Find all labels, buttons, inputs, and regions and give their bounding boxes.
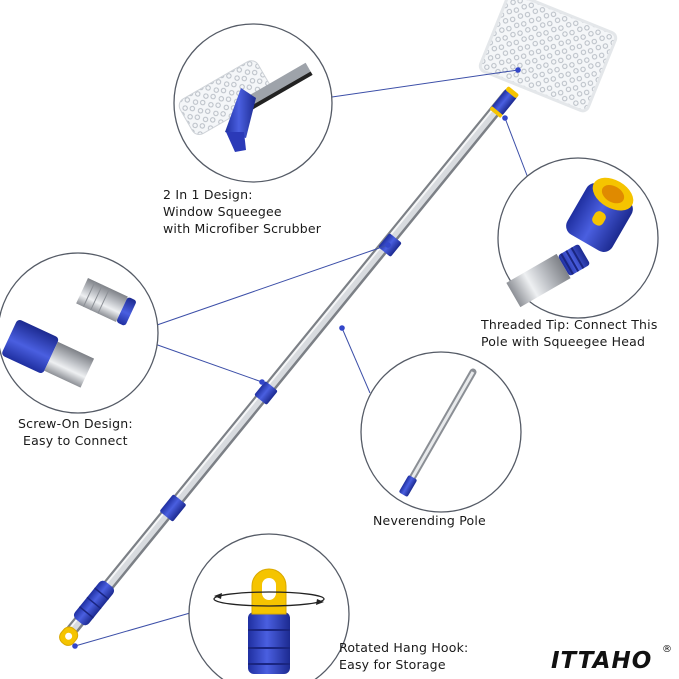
caption-hang-hook: Rotated Hang Hook: Easy for Storage — [339, 639, 468, 673]
caption-threaded-tip: Threaded Tip: Connect This Pole with Squ… — [481, 316, 658, 350]
caption-line: Screw-On Design: — [18, 416, 133, 431]
caption-line: Pole with Squeegee Head — [481, 334, 646, 349]
telescopic-pole — [66, 89, 514, 636]
caption-screw-on: Screw-On Design: Easy to Connect — [18, 415, 133, 449]
detail-circle-threaded-tip — [497, 157, 659, 319]
detail-circle-hang-hook — [188, 533, 350, 679]
caption-line: Easy to Connect — [23, 433, 128, 448]
detail-circle-neverending-pole — [360, 351, 522, 513]
caption-line: Window Squeegee — [163, 204, 282, 219]
pole-joint-lower — [160, 494, 186, 522]
detail-circle-screw-on — [0, 252, 159, 414]
caption-line: Easy for Storage — [339, 657, 446, 672]
pole-grip-handle — [73, 580, 115, 626]
caption-neverending: Neverending Pole — [373, 512, 486, 529]
caption-line: Rotated Hang Hook: — [339, 640, 469, 655]
callout-dots — [72, 67, 521, 649]
caption-line: Neverending Pole — [373, 513, 486, 528]
pole-joint-middle — [254, 381, 278, 405]
hang-hook-icon — [59, 626, 79, 646]
pole-tip-connector — [489, 86, 519, 118]
callout-lines — [74, 69, 529, 647]
registered-mark: ® — [662, 644, 672, 655]
caption-line: Threaded Tip: Connect This — [481, 317, 658, 332]
brand-logo: ITTAHO — [551, 648, 653, 674]
caption-line: 2 In 1 Design: — [163, 187, 253, 202]
squeegee-head — [478, 0, 618, 113]
caption-line: with Microfiber Scrubber — [163, 221, 322, 236]
caption-two-in-one: 2 In 1 Design: Window Squeegee with Micr… — [163, 186, 321, 237]
detail-circle-squeegee — [173, 23, 333, 183]
